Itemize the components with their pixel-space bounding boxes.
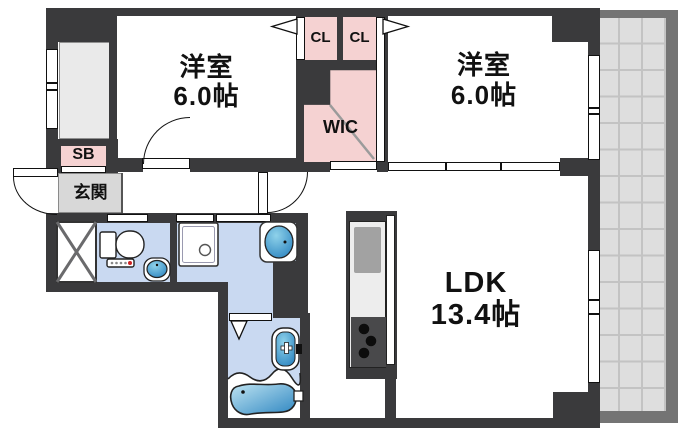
room-name: 洋室: [456, 50, 511, 81]
bathroom-folding-door: [229, 313, 272, 321]
room-name: 玄関: [73, 183, 108, 203]
window-mullion: [589, 113, 599, 115]
closet-left-label: CL: [304, 17, 337, 60]
wall-segment: [385, 367, 396, 422]
bath-counter-basin: [271, 327, 302, 371]
washing-machine-pan: [178, 222, 219, 267]
window-mullion: [47, 82, 57, 84]
wall-segment: [117, 158, 143, 172]
wall-segment: [55, 8, 117, 42]
entrance-label: 玄関: [58, 173, 123, 213]
room-name: LDK: [444, 266, 508, 299]
toilet-hand-basin: [143, 257, 171, 282]
toilet: [99, 230, 145, 268]
wall-segment: [296, 213, 308, 263]
room-name: WIC: [323, 117, 358, 138]
toilet-control-dots: [110, 261, 132, 265]
room-size: 6.0帖: [450, 79, 518, 110]
kitchen-sink: [354, 227, 381, 273]
gas-stove: [351, 317, 386, 367]
window-mullion: [47, 89, 57, 91]
sliding-door-divider: [445, 163, 447, 170]
window-mullion: [589, 299, 599, 301]
bathtub: [229, 383, 304, 416]
wall-segment: [218, 418, 600, 428]
room-name: CL: [310, 29, 331, 47]
wall-segment: [552, 8, 600, 42]
balcony-rail-top: [597, 10, 678, 18]
entrance-floor: [58, 173, 123, 213]
wall-segment: [300, 313, 310, 420]
wic-label: WIC: [304, 105, 377, 150]
balcony-tiles: [597, 18, 667, 413]
wall-segment: [273, 261, 308, 318]
porch-floor: [59, 42, 110, 139]
wall-segment: [170, 223, 177, 282]
room-name: CL: [349, 29, 370, 47]
kitchen-counter-edge: [386, 215, 395, 365]
toilet-door: [107, 214, 148, 222]
washroom-sliding-door-b: [216, 214, 271, 222]
shoe-box-door: [61, 166, 106, 173]
room-name: 洋室: [179, 51, 234, 82]
closet-left-floor: [304, 17, 337, 60]
bath-wave-line: [227, 368, 302, 386]
wall-segment: [47, 282, 228, 292]
ldk-window: [588, 250, 600, 383]
closet-right-label: CL: [343, 17, 376, 60]
wall-segment: [46, 8, 58, 49]
bath-door-fold-mark: [229, 320, 249, 341]
closet-fold-mark-right: [382, 18, 411, 35]
washbasin-vanity: [259, 221, 298, 263]
wall-segment: [560, 158, 590, 176]
closet-right-door: [376, 17, 385, 162]
wall-segment: [109, 8, 117, 173]
wall-segment: [588, 160, 600, 252]
wic-opening: [330, 161, 377, 170]
wall-segment: [55, 8, 600, 16]
room-size: 13.4帖: [430, 299, 522, 331]
closet-left-door: [296, 17, 305, 60]
window-mullion: [589, 107, 599, 109]
bedroom-right-sliding-doors: [388, 162, 560, 171]
balcony-rail-right: [666, 10, 678, 423]
wic-door-line: [329, 104, 375, 160]
room-name: SB: [72, 146, 95, 164]
washroom-passage-floor: [222, 282, 273, 318]
porch-window: [46, 49, 58, 129]
balcony-rail-bottom: [597, 411, 678, 423]
bedroom-right-window: [588, 55, 600, 160]
wall-segment: [588, 383, 600, 428]
wall-segment: [588, 42, 600, 56]
sliding-door-divider: [500, 163, 502, 170]
wall-segment: [377, 158, 388, 172]
closet-fold-mark-left: [269, 18, 298, 35]
room-size: 6.0帖: [173, 81, 240, 111]
wall-segment: [218, 282, 228, 428]
wall-segment: [190, 158, 330, 172]
shoe-box-floor: [61, 146, 106, 166]
bedroom-right-label: 洋室 6.0帖: [384, 28, 584, 133]
bedroom-left-label: 洋室 6.0帖: [117, 32, 296, 132]
closet-right-floor: [343, 17, 376, 60]
window-mullion: [589, 313, 599, 315]
pipe-space-x: [55, 221, 98, 283]
ldk-label: LDK 13.4帖: [392, 252, 560, 346]
washroom-sliding-door-a: [176, 214, 214, 222]
shoe-box-label: SB: [61, 144, 106, 166]
